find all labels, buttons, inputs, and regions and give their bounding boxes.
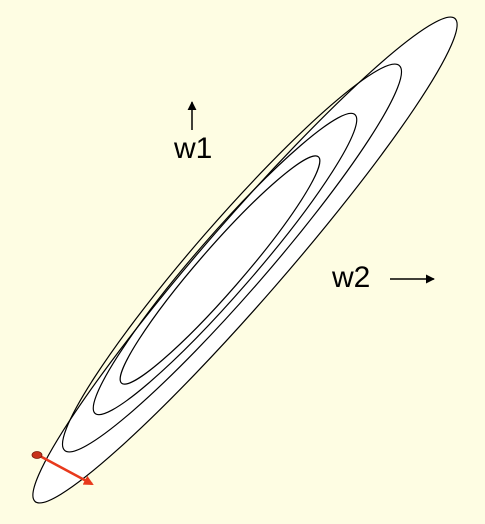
w1-label: w1 <box>174 132 213 165</box>
contour-third <box>92 112 358 416</box>
start-point <box>31 451 43 459</box>
contour-inner <box>119 155 321 385</box>
gradient-step-arrow <box>37 453 94 486</box>
contour-outer <box>32 16 458 504</box>
contour-second <box>61 63 403 453</box>
w2-label: w2 <box>332 261 371 294</box>
